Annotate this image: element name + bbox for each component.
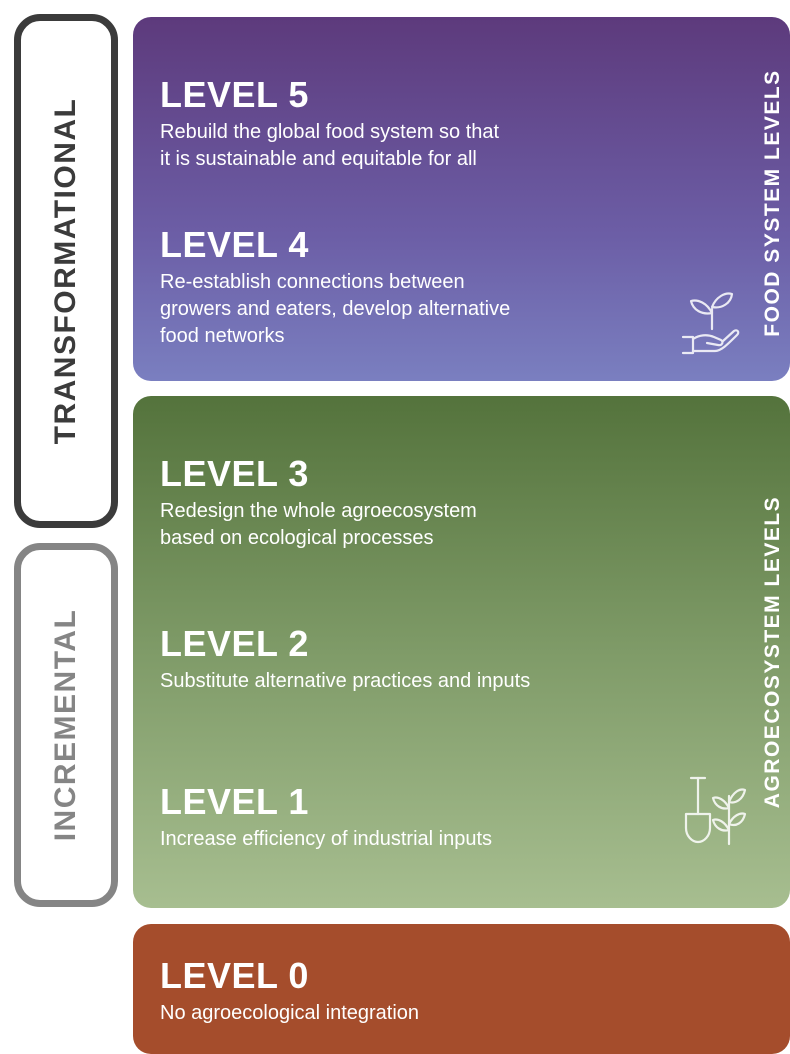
level-1-title: LEVEL 1 — [160, 781, 309, 822]
level-2: LEVEL 2 Substitute alternative practices… — [160, 624, 530, 695]
level-0-description: No agroecological integration — [160, 1002, 420, 1024]
level-0-panel: LEVEL 0 No agroecological integration — [133, 924, 790, 1054]
shovel-plant-icon — [684, 776, 747, 846]
level-3: LEVEL 3 Redesign the whole agroecosystem… — [160, 454, 477, 552]
level-2-description: Substitute alternative practices and inp… — [160, 670, 531, 692]
level-0-title: LEVEL 0 — [160, 955, 309, 996]
incremental-label: INCREMENTAL — [49, 608, 82, 842]
level-1-description: Increase efficiency of industrial inputs — [160, 828, 493, 850]
level-3-description: Redesign the whole agroecosystem based o… — [160, 500, 477, 549]
level-1: LEVEL 1 Increase efficiency of industria… — [160, 782, 492, 853]
transformational-bracket: TRANSFORMATIONAL — [14, 14, 118, 528]
level-5-description: Rebuild the global food system so that i… — [160, 121, 500, 170]
level-2-title: LEVEL 2 — [160, 623, 309, 664]
level-5: LEVEL 5 Rebuild the global food system s… — [160, 75, 499, 173]
level-3-title: LEVEL 3 — [160, 453, 309, 494]
transformational-label: TRANSFORMATIONAL — [49, 97, 82, 445]
level-4-description: Re-establish connections between growers… — [160, 271, 511, 347]
agroecosystem-levels-panel: LEVEL 3 Redesign the whole agroecosystem… — [133, 396, 790, 908]
food-system-levels-label: FOOD SYSTEM LEVELS — [761, 69, 784, 337]
food-system-levels-panel: LEVEL 5 Rebuild the global food system s… — [133, 17, 790, 381]
incremental-bracket: INCREMENTAL — [14, 543, 118, 907]
hand-seedling-icon — [681, 292, 740, 355]
level-0: LEVEL 0 No agroecological integration — [160, 956, 419, 1027]
level-5-title: LEVEL 5 — [160, 74, 309, 115]
level-4: LEVEL 4 Re-establish connections between… — [160, 225, 510, 350]
level-4-title: LEVEL 4 — [160, 224, 309, 265]
agroecosystem-levels-label: AGROECOSYSTEM LEVELS — [761, 495, 784, 809]
